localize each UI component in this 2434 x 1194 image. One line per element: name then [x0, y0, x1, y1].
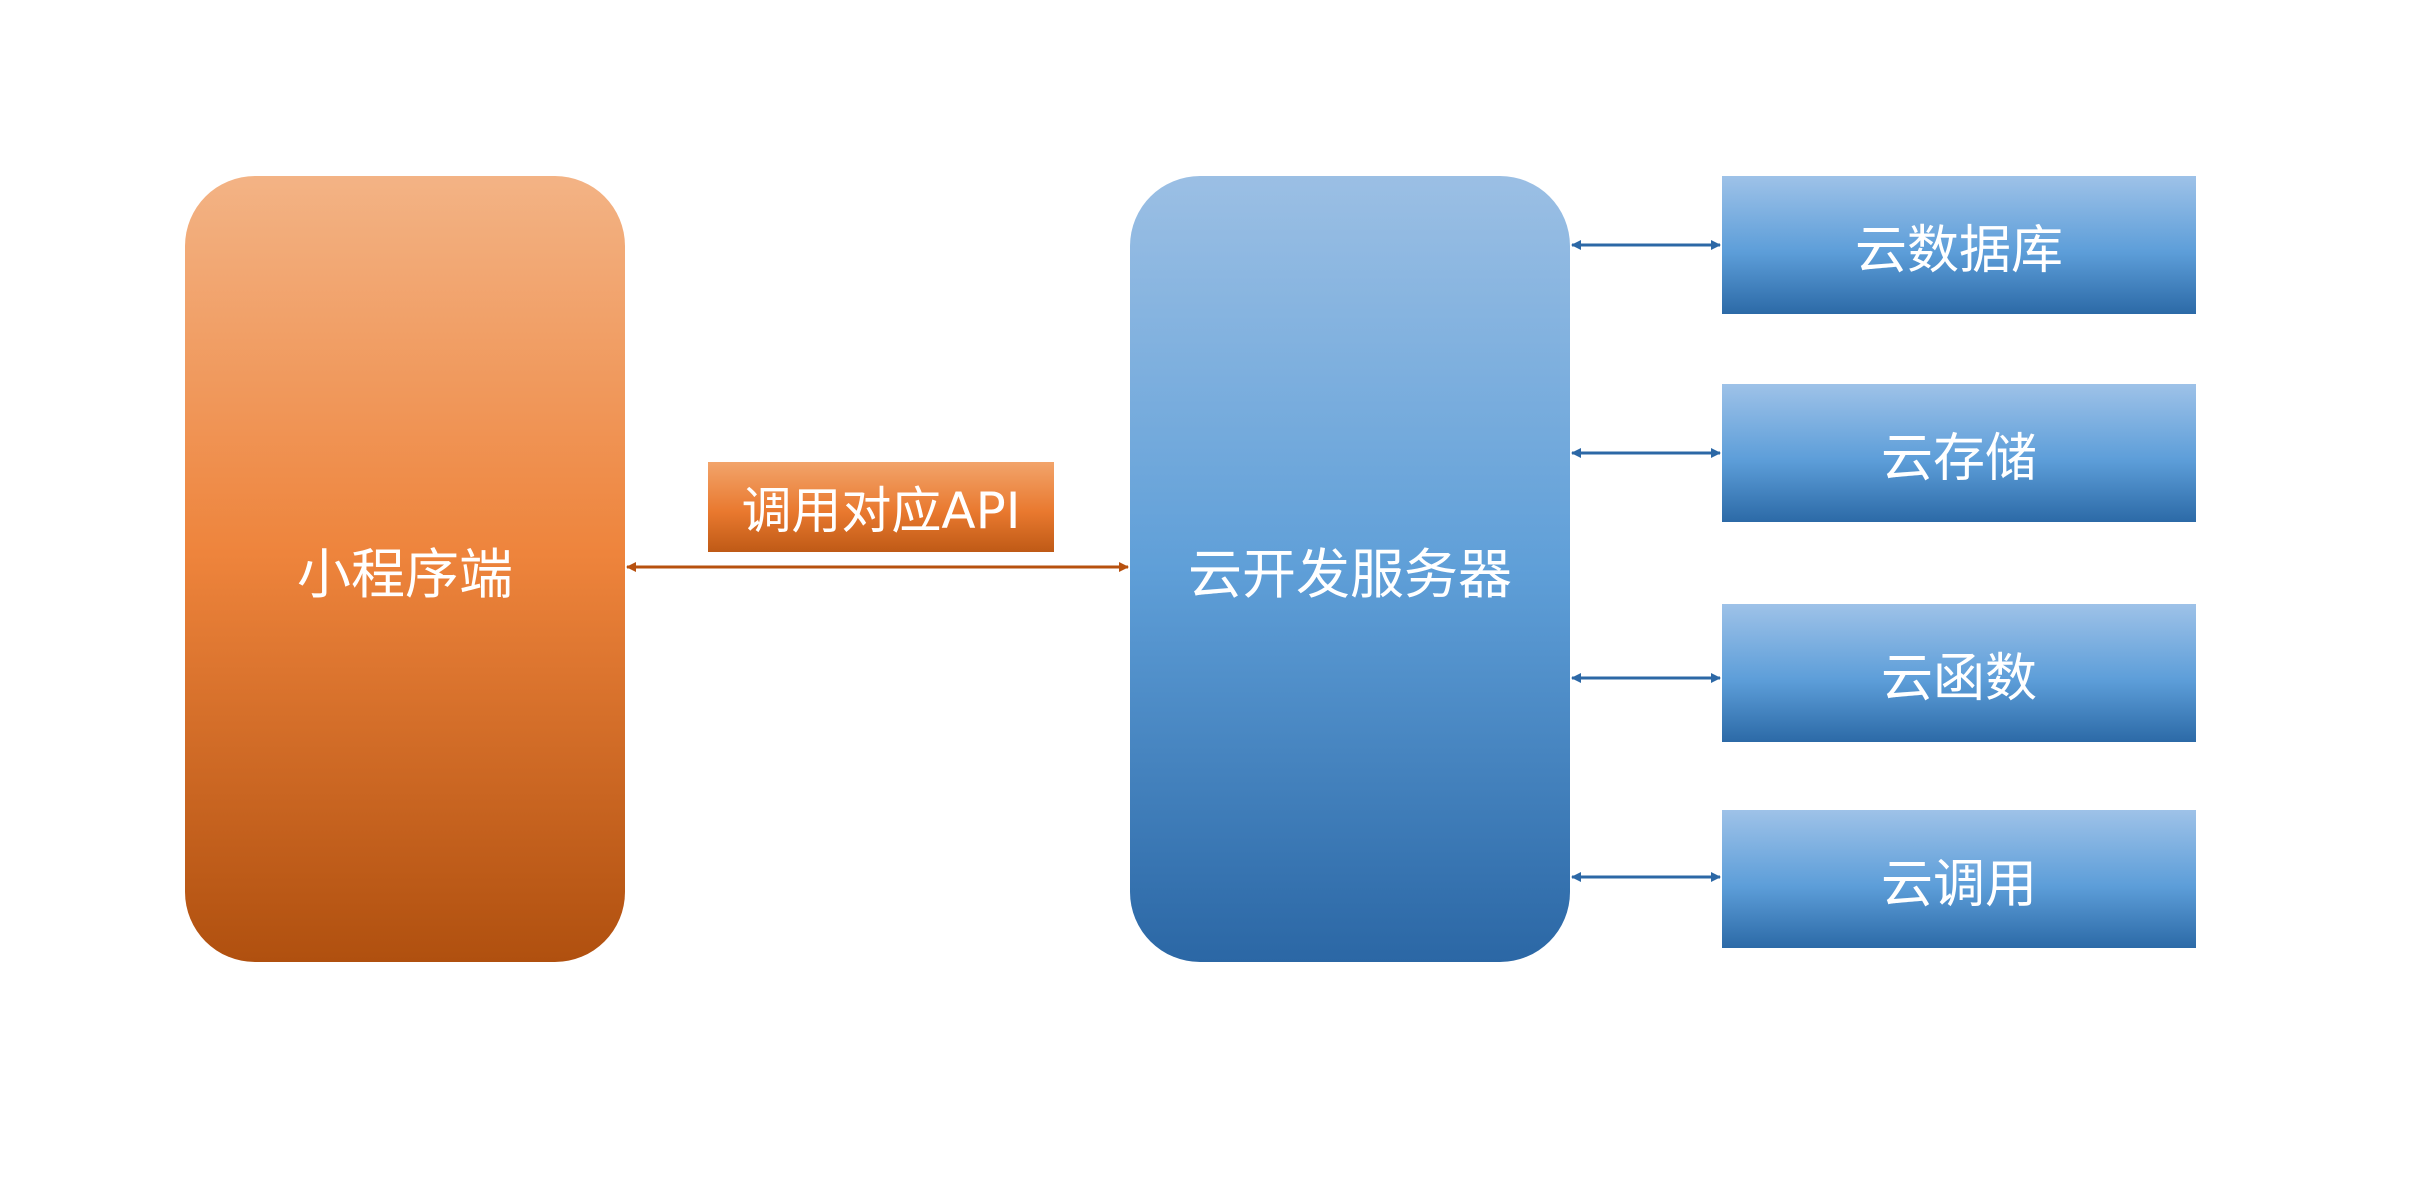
server-node: 云开发服务器: [1130, 176, 1570, 962]
client-label: 小程序端: [297, 542, 513, 606]
service-node-database: 云数据库: [1722, 176, 2196, 314]
service-label-function: 云函数: [1880, 648, 2037, 709]
api-call-label: 调用对应API: [708, 462, 1054, 552]
service-label-call: 云调用: [1880, 854, 2037, 915]
service-label-storage: 云存储: [1880, 428, 2037, 489]
client-node: 小程序端: [185, 176, 625, 962]
server-label: 云开发服务器: [1188, 542, 1512, 606]
service-node-call: 云调用: [1722, 810, 2196, 948]
service-node-function: 云函数: [1722, 604, 2196, 742]
service-label-database: 云数据库: [1854, 220, 2063, 281]
service-node-storage: 云存储: [1722, 384, 2196, 522]
api-call-text: 调用对应API: [741, 482, 1021, 540]
